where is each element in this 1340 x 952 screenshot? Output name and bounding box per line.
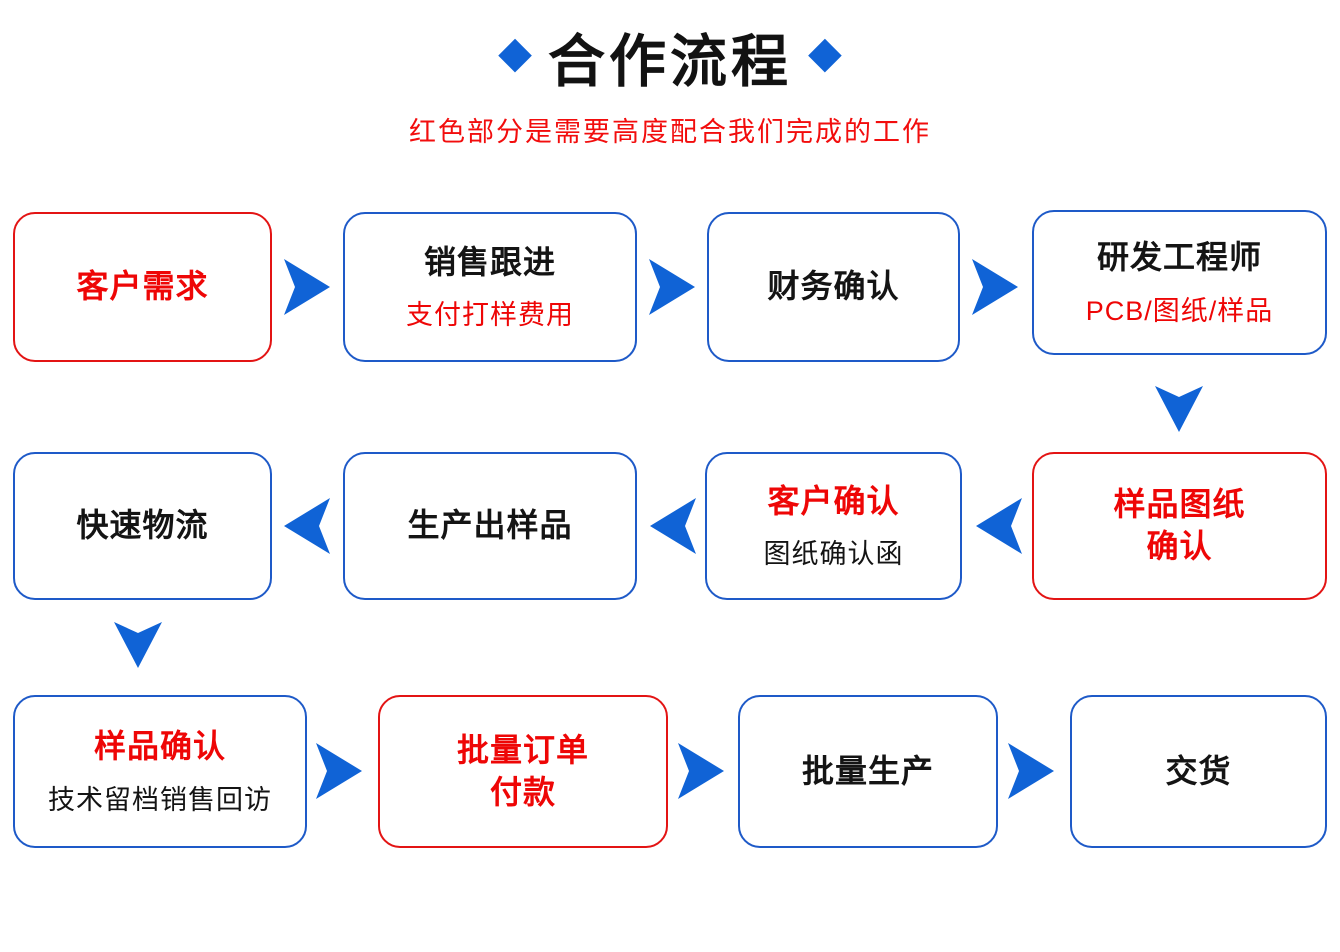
- flow-node-sample-drawing-confirm: 样品图纸 确认: [1032, 452, 1327, 600]
- node-title: 样品图纸 确认: [1113, 486, 1246, 564]
- arrow-right-icon: [972, 259, 1018, 315]
- node-title: 客户确认: [767, 482, 900, 519]
- node-subtitle: 图纸确认函: [763, 539, 904, 570]
- arrow-right-icon: [316, 743, 362, 799]
- arrow-down-icon: [1155, 386, 1203, 432]
- arrow-down-icon: [114, 622, 162, 668]
- flow-node-customer-confirm: 客户确认 图纸确认函: [705, 452, 962, 600]
- node-subtitle: 技术留档销售回访: [48, 784, 272, 815]
- node-title: 快速物流: [76, 507, 209, 544]
- node-title: 研发工程师: [1096, 239, 1262, 276]
- arrow-left-icon: [650, 498, 696, 554]
- node-title: 财务确认: [767, 268, 900, 305]
- page-subtitle: 红色部分是需要高度配合我们完成的工作: [409, 117, 931, 147]
- arrow-left-icon: [976, 498, 1022, 554]
- flow-node-finance-confirm: 财务确认: [707, 212, 960, 362]
- flow-node-customer-demand: 客户需求: [13, 212, 272, 362]
- page-title-text: 合作流程: [548, 30, 792, 94]
- arrow-right-icon: [1008, 743, 1054, 799]
- node-title: 批量生产: [801, 752, 934, 789]
- flow-node-rd-engineer: 研发工程师 PCB/图纸/样品: [1032, 210, 1327, 355]
- diamond-icon: ◆: [498, 27, 532, 77]
- arrow-right-icon: [649, 259, 695, 315]
- arrow-right-icon: [284, 259, 330, 315]
- arrow-right-icon: [678, 743, 724, 799]
- page-title: ◆ 合作流程 ◆: [0, 16, 1340, 98]
- node-title: 样品确认: [93, 728, 226, 765]
- node-title: 销售跟进: [423, 243, 556, 280]
- node-title: 批量订单 付款: [456, 731, 589, 810]
- arrow-left-icon: [284, 498, 330, 554]
- flow-node-bulk-production: 批量生产: [738, 695, 998, 848]
- flow-node-delivery: 交货: [1070, 695, 1327, 848]
- node-subtitle: PCB/图纸/样品: [1085, 295, 1274, 326]
- node-title: 交货: [1165, 752, 1232, 789]
- diamond-icon: ◆: [808, 27, 842, 77]
- flow-node-fast-logistics: 快速物流: [13, 452, 272, 600]
- node-title: 生产出样品: [407, 507, 573, 544]
- flow-node-sales-follow-up: 销售跟进 支付打样费用: [343, 212, 637, 362]
- node-title: 客户需求: [76, 268, 209, 305]
- node-subtitle: 支付打样费用: [406, 300, 574, 331]
- flow-node-produce-sample: 生产出样品: [343, 452, 637, 600]
- flow-node-bulk-order-payment: 批量订单 付款: [378, 695, 668, 848]
- flow-node-sample-confirm: 样品确认 技术留档销售回访: [13, 695, 307, 848]
